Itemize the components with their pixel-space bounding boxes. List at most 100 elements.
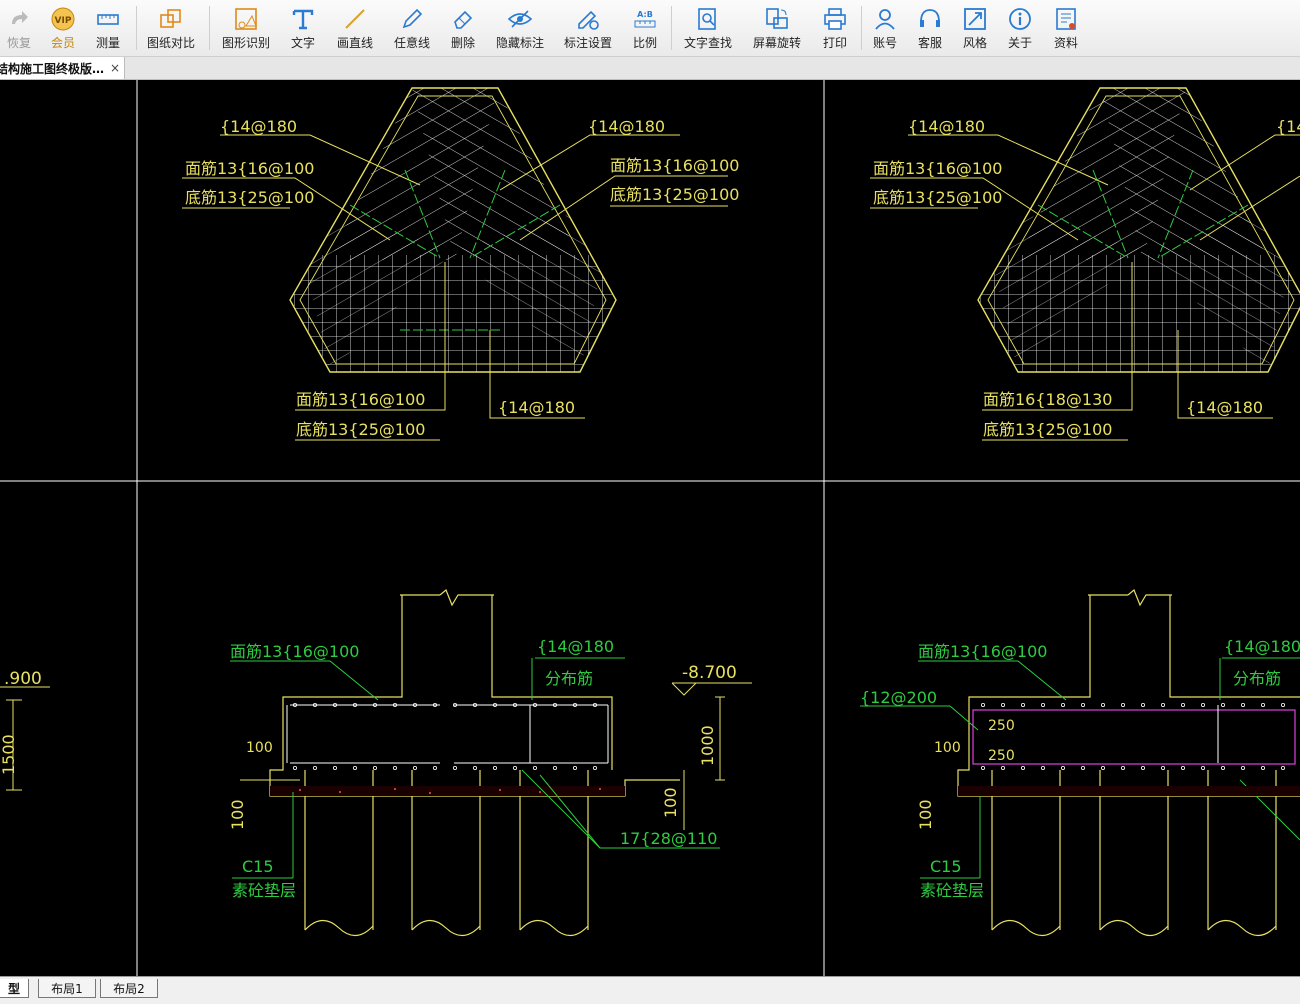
rebar-dot — [372, 703, 377, 708]
account-button[interactable]: 账号 — [869, 2, 901, 54]
rebar-dot — [1221, 703, 1226, 708]
redo-button[interactable]: 恢复 — [2, 2, 36, 54]
rebar-dot — [1081, 703, 1086, 708]
rebar-dot — [472, 766, 477, 771]
annotation-settings-button[interactable]: 标注设置 — [561, 2, 615, 54]
rebar-dot — [981, 766, 986, 771]
annotation: 面筋13{16@100 — [610, 156, 739, 175]
rebar-dot — [352, 703, 357, 708]
redo-icon — [12, 11, 28, 24]
annotation: {12@200 — [860, 688, 937, 707]
pile-cap-plan-right: {14@180 {14 面筋13{16@100 底筋13{25@100 面筋16… — [870, 87, 1300, 441]
rebar-dot — [1001, 703, 1006, 708]
cad-drawing-canvas[interactable]: {14@180 {14@180 面筋13{16@100 底筋13{25@100 … — [0, 80, 1300, 976]
dimension-label: 250 — [988, 718, 1015, 734]
resources-button[interactable]: 资料 — [1049, 2, 1083, 54]
rebar-dot — [1241, 703, 1246, 708]
rebar-dot — [1141, 703, 1146, 708]
scale-icon: A:B — [634, 10, 656, 28]
rebar-dot — [492, 766, 497, 771]
annotation: 分布筋 — [545, 669, 593, 688]
style-button[interactable]: 风格 — [959, 2, 991, 54]
annotation: 底筋13{25@100 — [983, 420, 1112, 439]
support-button[interactable]: 客服 — [914, 2, 946, 54]
dimension-label: 100 — [228, 799, 247, 830]
annotation: 底筋13{25@100 — [873, 188, 1002, 207]
compare-drawings-button[interactable]: 图纸对比 — [145, 2, 197, 54]
dimension-label: 1000 — [698, 725, 717, 766]
rebar-dot — [1041, 766, 1046, 771]
print-button[interactable]: 打印 — [819, 2, 851, 54]
annotation: {14@180 — [588, 117, 665, 136]
rebar-dot — [1181, 703, 1186, 708]
rebar-dot — [1041, 703, 1046, 708]
left-edge-fragment: .900 1500 — [0, 669, 50, 791]
text-search-button[interactable]: 文字查找 — [681, 2, 735, 54]
rebar-dot — [452, 766, 457, 771]
rebar-dot — [472, 703, 477, 708]
close-icon[interactable]: × — [110, 61, 121, 75]
text-icon — [292, 9, 314, 30]
rebar-dot — [1281, 703, 1286, 708]
rebar-dot — [1001, 766, 1006, 771]
rebar-dot — [1061, 766, 1066, 771]
annotation: 底筋13{25@100 — [296, 420, 425, 439]
rebar-dot — [1101, 703, 1106, 708]
tab-layout2[interactable]: 布局2 — [100, 979, 158, 998]
rebar-dot — [292, 766, 297, 771]
scale-button[interactable]: A:B 比例 — [629, 2, 661, 54]
measure-button[interactable]: 测量 — [91, 2, 125, 54]
annotation: {14 — [1276, 117, 1300, 136]
rebar-dot — [1181, 766, 1186, 771]
rebar-dot — [312, 766, 317, 771]
rotate-screen-button[interactable]: 屏幕旋转 — [750, 2, 804, 54]
shape-recognize-icon — [235, 8, 257, 30]
shape-recognition-button[interactable]: 图形识别 — [219, 2, 273, 54]
rebar-dot — [1201, 703, 1206, 708]
toolbar-separator — [671, 6, 672, 50]
elevation-label: .900 — [4, 669, 42, 689]
freehand-line-button[interactable]: 任意线 — [390, 2, 434, 54]
tab-layout1[interactable]: 布局1 — [38, 979, 96, 998]
annotation: 素砼垫层 — [232, 881, 296, 900]
rebar-dot — [332, 766, 337, 771]
ruler-icon — [97, 14, 119, 25]
vip-icon: VIP — [51, 7, 75, 31]
dimension-label: 100 — [661, 787, 680, 818]
rebar-dot — [452, 703, 457, 708]
document-tab[interactable]: 结构施工图终极版… × — [0, 57, 125, 79]
rebar-dots — [292, 703, 1286, 771]
rebar-dot — [1221, 766, 1226, 771]
annotation: 分布筋 — [1233, 669, 1281, 688]
rebar-dot — [513, 766, 518, 771]
layout-tab-bar: 型 布局1 布局2 — [0, 976, 1300, 1004]
printer-icon — [824, 8, 846, 30]
rebar-dot — [432, 703, 437, 708]
rebar-dot — [1121, 766, 1126, 771]
annotation: 素砼垫层 — [920, 881, 984, 900]
annotation-settings-icon — [578, 10, 599, 30]
rebar-dot — [1021, 703, 1026, 708]
text-button[interactable]: 文字 — [287, 2, 319, 54]
text-search-icon — [698, 8, 716, 30]
annotation: 面筋13{16@100 — [873, 159, 1002, 178]
vip-button[interactable]: VIP 会员 — [46, 2, 80, 54]
tab-model[interactable]: 型 — [0, 979, 29, 998]
document-tab-bar: 结构施工图终极版… × — [0, 57, 1300, 80]
delete-button[interactable]: 删除 — [447, 2, 479, 54]
annotation: {14@180 — [1186, 398, 1263, 417]
rebar-dot — [1161, 703, 1166, 708]
about-button[interactable]: 关于 — [1004, 2, 1036, 54]
rebar-dot — [1141, 766, 1146, 771]
hide-annotation-button[interactable]: 隐藏标注 — [493, 2, 547, 54]
dimension-label: 100 — [246, 740, 273, 756]
compare-icon — [160, 9, 181, 28]
rebar-dot — [593, 703, 598, 708]
rebar-dot — [593, 766, 598, 771]
info-icon — [1009, 8, 1031, 30]
draw-line-button[interactable]: 画直线 — [333, 2, 377, 54]
annotation: {14@180 — [537, 637, 614, 656]
dimension-label: 250 — [988, 748, 1015, 764]
rebar-dot — [1081, 766, 1086, 771]
eye-hide-icon — [507, 10, 533, 28]
